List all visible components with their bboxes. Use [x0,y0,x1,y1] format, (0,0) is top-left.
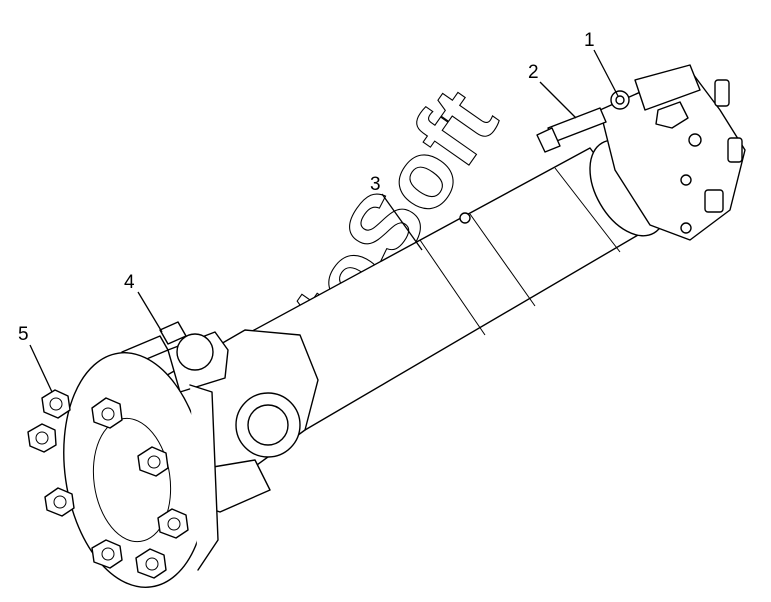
callout-4: 4 [124,272,135,293]
leader-line-1 [593,49,619,97]
callout-5: 5 [18,324,29,345]
leader-line-4 [137,291,163,333]
callout-1: 1 [584,30,595,51]
leader-lines [29,49,619,393]
bolt [536,107,607,153]
flange-nuts [27,389,189,579]
leader-line-5 [29,344,53,393]
leader-line-3 [381,193,423,251]
leader-line-2 [539,81,577,119]
callout-2: 2 [528,62,539,83]
right-yoke [589,64,746,241]
callout-3: 3 [370,174,381,195]
